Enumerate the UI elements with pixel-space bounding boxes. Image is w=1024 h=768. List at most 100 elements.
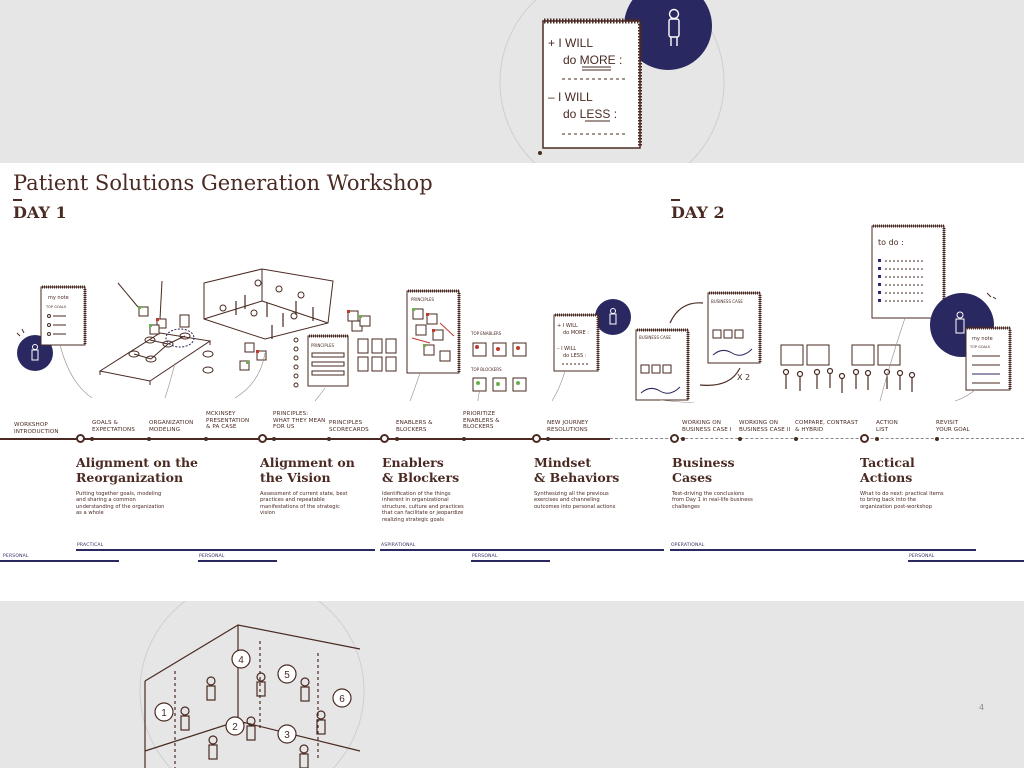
category-operational: OPERATIONAL	[671, 543, 705, 548]
section-heading: Alignment on the Vision	[260, 455, 355, 485]
section-alignment-vision: Alignment on the Vision Assessment of cu…	[260, 455, 410, 517]
goals-note-title: my note	[48, 295, 69, 301]
revisit-goal-sketch: my note TOP GOALS	[930, 292, 1012, 391]
timeline-dot	[327, 437, 331, 441]
section-enablers-blockers: Enablers & Blockers Identification of th…	[382, 455, 532, 523]
step-business-case-1: WORKING ON BUSINESS CASE I	[682, 420, 732, 433]
timeline-line	[0, 438, 610, 440]
prioritize-grid-sketch: TOP ENABLERS TOP BLOCKERS	[470, 331, 527, 392]
step-new-journey-resolutions: NEW JOURNEY RESOLUTIONS	[547, 420, 589, 433]
timeline-node	[76, 434, 85, 443]
business-case-2-title: BUSINESS CASE	[711, 299, 743, 304]
timeline-dashed-line	[610, 438, 1024, 439]
navy-person-circle	[624, 0, 712, 70]
resolution-more-line2: do MORE :	[563, 330, 589, 336]
will-less-line2: do LESS :	[563, 107, 617, 121]
todo-title: to do :	[878, 238, 904, 247]
section-description: Assessment of current state, best practi…	[260, 491, 348, 517]
timeline-dot	[935, 437, 939, 441]
bottom-zoom-detail: 1 4 5 2 3 6 4	[0, 601, 1024, 768]
section-tactical-actions: Tactical Actions What to do next: practi…	[860, 455, 1010, 510]
enablers-board-title: PRINCIPLES	[411, 297, 435, 302]
step-principles-meaning: PRINCIPLES: WHAT THEY MEAN FOR US	[273, 411, 326, 431]
goals-note-subtitle: TOP GOALS	[45, 305, 67, 309]
section-heading: Alignment on the Reorganization	[76, 455, 199, 485]
timeline-dot	[738, 437, 742, 441]
business-cases-sketch: BUSINESS CASE BUSINESS CASE X 2	[635, 291, 762, 401]
compare-people-sketch	[780, 344, 916, 393]
will-more-less-sketch: + I WILL do MORE : – I WILL do LESS :	[499, 0, 725, 163]
will-less-line1: – I WILL	[548, 90, 593, 104]
goals-notepad-sketch: my note TOP GOALS	[40, 285, 87, 346]
svg-text:3: 3	[284, 730, 290, 741]
person-icon	[668, 8, 680, 46]
section-description: Identification of the things inherent in…	[382, 491, 464, 523]
section-heading: Mindset & Behaviors	[534, 455, 620, 485]
timeline-node	[670, 434, 679, 443]
category-personal: PERSONAL	[472, 554, 498, 559]
todo-list-sketch: to do :	[871, 224, 946, 319]
timeline-dot	[462, 437, 466, 441]
step-business-case-2: WORKING ON BUSINESS CASE II	[739, 420, 791, 433]
will-more-line1: + I WILL	[548, 36, 593, 50]
timeline-dot	[546, 437, 550, 441]
scorecards-sketch	[347, 310, 397, 372]
business-case-1-title: BUSINESS CASE	[639, 335, 671, 340]
svg-text:5: 5	[284, 670, 290, 681]
category-bar-aspirational	[380, 549, 664, 551]
revisit-note-title: my note	[972, 336, 993, 342]
section-heading: Business Cases	[672, 455, 735, 485]
page-number: 4	[979, 703, 985, 712]
svg-text:6: 6	[339, 694, 345, 705]
category-bar-practical	[76, 549, 375, 551]
svg-text:2: 2	[232, 722, 238, 733]
timeline-node	[380, 434, 389, 443]
organization-model-sketch	[98, 280, 214, 385]
times-two-label: X 2	[737, 373, 750, 382]
category-practical: PRACTICAL	[77, 543, 104, 548]
step-enablers-blockers: ENABLERS & BLOCKERS	[396, 420, 433, 433]
room-3d-sketch	[203, 268, 334, 371]
section-description: Putting together goals, modeling and sha…	[76, 491, 165, 517]
step-mckinsey-presentation: McKINSEY PRESENTATION & PA CASE	[206, 411, 250, 431]
timeline-dot	[90, 437, 94, 441]
day-1-label: DAY 1	[13, 199, 67, 222]
section-heading: Tactical Actions	[860, 455, 915, 485]
section-heading: Enablers & Blockers	[382, 455, 460, 485]
day-2-label: DAY 2	[671, 199, 725, 222]
category-bar-personal	[471, 560, 550, 562]
section-mindset-behaviors: Mindset & Behaviors Synthesizing all the…	[534, 455, 684, 510]
timeline-dot	[681, 437, 685, 441]
timeline-dot	[147, 437, 151, 441]
category-bar-personal	[0, 560, 119, 562]
principles-card-title: PRINCIPLES	[311, 343, 335, 348]
top-blockers-label: TOP BLOCKERS	[470, 367, 502, 372]
timeline-dot	[204, 437, 208, 441]
svg-text:1: 1	[161, 708, 167, 719]
step-action-list: ACTION LIST	[876, 420, 898, 433]
category-aspirational: ASPIRATIONAL	[381, 543, 416, 548]
step-principles-scorecards: PRINCIPLES SCORECARDS	[329, 420, 369, 433]
step-compare-contrast: COMPARE, CONTRAST & HYBRID	[795, 420, 859, 433]
step-workshop-introduction: WORKSHOP INTRODUCTION	[14, 422, 59, 435]
note-card	[542, 20, 641, 149]
workshop-illustrations: my note TOP GOALS	[16, 224, 1012, 403]
category-personal: PERSONAL	[3, 554, 29, 559]
revisit-note-subtitle: TOP GOALS	[969, 345, 991, 349]
section-business-cases: Business Cases Test-driving the conclusi…	[672, 455, 822, 510]
section-description: Synthesizing all the previous exercises …	[534, 491, 616, 510]
principles-list-sketch: PRINCIPLES	[293, 334, 349, 388]
section-description: What to do next: practical items to brin…	[860, 491, 944, 510]
page-title: Patient Solutions Generation Workshop	[13, 171, 433, 195]
svg-text:4: 4	[238, 655, 244, 666]
category-bar-operational	[670, 549, 976, 551]
timeline-node	[860, 434, 869, 443]
step-revisit-goal: REVISIT YOUR GOAL	[936, 420, 970, 433]
timeline-dot	[875, 437, 879, 441]
category-personal: PERSONAL	[909, 554, 935, 559]
timeline-node	[258, 434, 267, 443]
step-goals-expectations: GOALS & EXPECTATIONS	[92, 420, 135, 433]
resolution-less-line2: do LESS :	[563, 353, 587, 359]
timeline-dot	[395, 437, 399, 441]
resolution-more-line1: + I WILL	[557, 323, 578, 329]
